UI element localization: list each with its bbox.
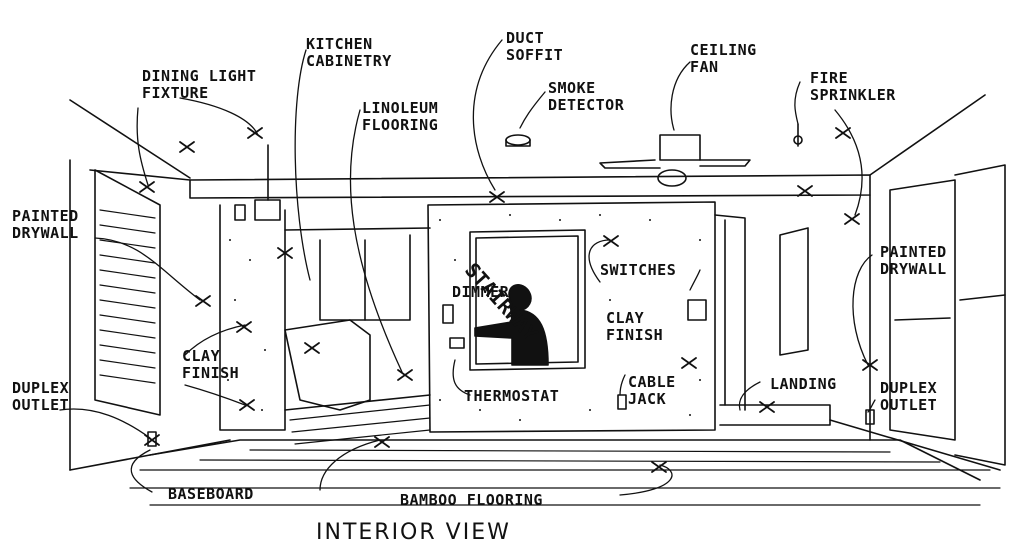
label-line: FIXTURE <box>142 84 209 102</box>
label-line: OUTLET <box>12 396 70 414</box>
label-line: OUTLET <box>880 396 938 414</box>
label-line: DIMMER <box>452 283 510 301</box>
label-line: SPRINKLER <box>810 86 896 104</box>
switch-plate <box>687 299 707 321</box>
thermostat-plate <box>449 337 465 349</box>
dimmer-plate <box>442 304 454 324</box>
label-ceiling-fan: CEILING FAN <box>690 42 757 76</box>
label-bamboo-flooring: BAMBOO FLOORING <box>400 492 543 509</box>
label-painted-drywall-right: PAINTED DRYWALL <box>880 244 947 278</box>
stair-wall <box>427 201 716 433</box>
label-clay-finish-left: CLAY FINISH <box>182 348 239 382</box>
label-line: THERMOSTAT <box>464 387 560 405</box>
right-small-window <box>779 227 809 356</box>
label-dining-light-fixture: DINING LIGHT FIXTURE <box>142 68 256 102</box>
label-fire-sprinkler: FIRE SPRINKLER <box>810 70 896 104</box>
label-switches: SWITCHES <box>600 262 676 279</box>
label-line: DETECTOR <box>548 96 625 114</box>
label-line: DINING LIGHT <box>142 67 257 85</box>
label-line: DUCT <box>506 29 545 47</box>
label-line: SOFFIT <box>506 46 564 64</box>
label-line: FIRE <box>810 69 849 87</box>
label-linoleum-flooring: LINOLEUM FLOORING <box>362 100 438 134</box>
label-line: CABINETRY <box>306 52 392 70</box>
label-cable-jack: CABLE JACK <box>628 374 676 408</box>
kitchen-counter <box>284 319 371 411</box>
label-clay-finish-center: CLAY FINISH <box>606 310 663 344</box>
stair-window <box>469 229 586 371</box>
right-window <box>889 179 956 441</box>
label-duplex-outlet-right: DUPLEX OUTLET <box>880 380 937 414</box>
label-duct-soffit: DUCT SOFFIT <box>506 30 563 64</box>
label-line: CABLE <box>628 373 676 391</box>
label-line: PAINTED <box>12 207 79 225</box>
label-line: FINISH <box>182 364 240 382</box>
label-line: BASEBOARD <box>168 485 254 503</box>
label-line: KITCHEN <box>306 35 373 53</box>
label-line: BAMBOO FLOORING <box>400 491 543 509</box>
label-line: JACK <box>628 390 667 408</box>
left-outlet-shape <box>147 431 157 447</box>
label-smoke-detector: SMOKE DETECTOR <box>548 80 624 114</box>
label-landing: LANDING <box>770 376 837 393</box>
caption-interior-view: INTERIOR VIEW <box>316 520 511 545</box>
label-dimmer: DIMMER <box>452 284 509 301</box>
label-duplex-outlet-left: DUPLEX OUTLET <box>12 380 69 414</box>
label-line: SWITCHES <box>600 261 677 279</box>
left-window <box>94 169 161 416</box>
label-line: DRYWALL <box>12 224 79 242</box>
label-line: FINISH <box>606 326 664 344</box>
label-line: DRYWALL <box>880 260 947 278</box>
label-thermostat: THERMOSTAT <box>464 388 559 405</box>
label-line: PAINTED <box>880 243 947 261</box>
label-painted-drywall-left: PAINTED DRYWALL <box>12 208 79 242</box>
label-kitchen-cabinetry: KITCHEN CABINETRY <box>306 36 392 70</box>
label-line: LANDING <box>770 375 837 393</box>
label-line: LINOLEUM <box>362 99 439 117</box>
label-line: FAN <box>690 58 719 76</box>
label-line: DUPLEX <box>880 379 938 397</box>
label-line: DUPLEX <box>12 379 70 397</box>
label-line: CLAY <box>182 347 221 365</box>
label-line: FLOORING <box>362 116 439 134</box>
label-baseboard: BASEBOARD <box>168 486 254 503</box>
cable-jack-shape <box>617 394 627 410</box>
label-line: SMOKE <box>548 79 596 97</box>
label-line: CEILING <box>690 41 757 59</box>
label-line: CLAY <box>606 309 645 327</box>
duct-soffit-shape <box>189 174 871 199</box>
